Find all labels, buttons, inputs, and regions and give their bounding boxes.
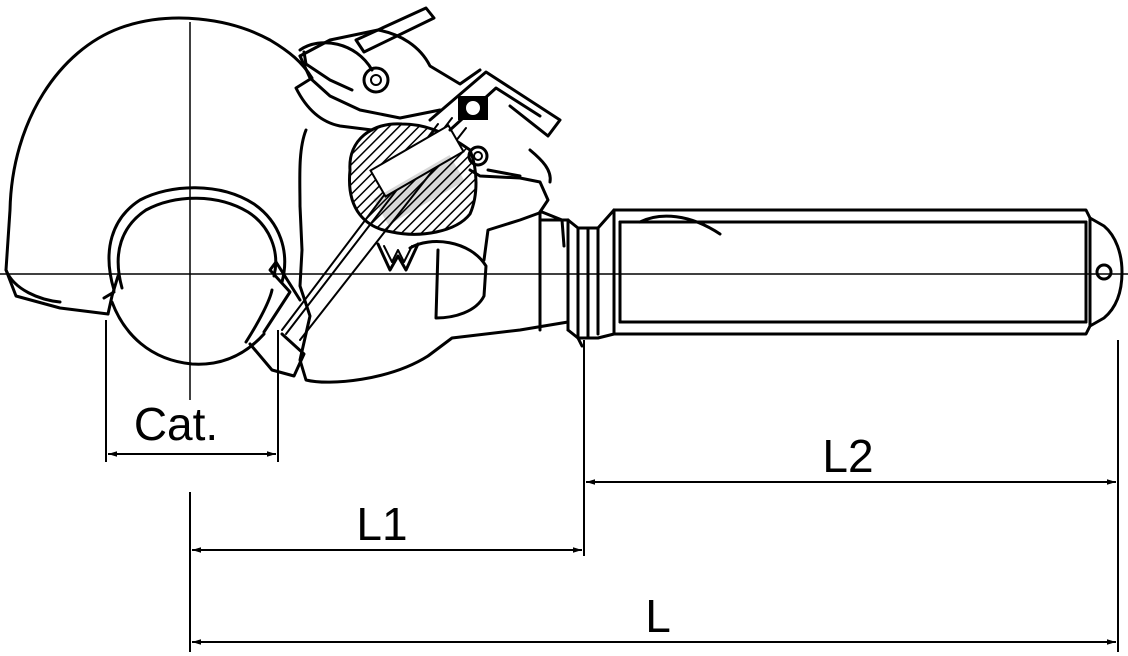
w-logo bbox=[376, 242, 420, 272]
collar bbox=[538, 208, 616, 348]
dimensions: Cat. L2 L1 L bbox=[105, 320, 1119, 652]
l-label: L bbox=[645, 590, 671, 642]
ball bbox=[102, 186, 287, 366]
l1-label: L1 bbox=[356, 498, 407, 550]
lock-block bbox=[348, 122, 478, 236]
shank bbox=[612, 208, 1124, 336]
l2-label: L2 bbox=[822, 430, 873, 482]
cat-label: Cat. bbox=[134, 398, 218, 450]
center-lines bbox=[0, 22, 1128, 400]
release-lever bbox=[298, 6, 436, 94]
slide-assembly bbox=[428, 70, 562, 178]
